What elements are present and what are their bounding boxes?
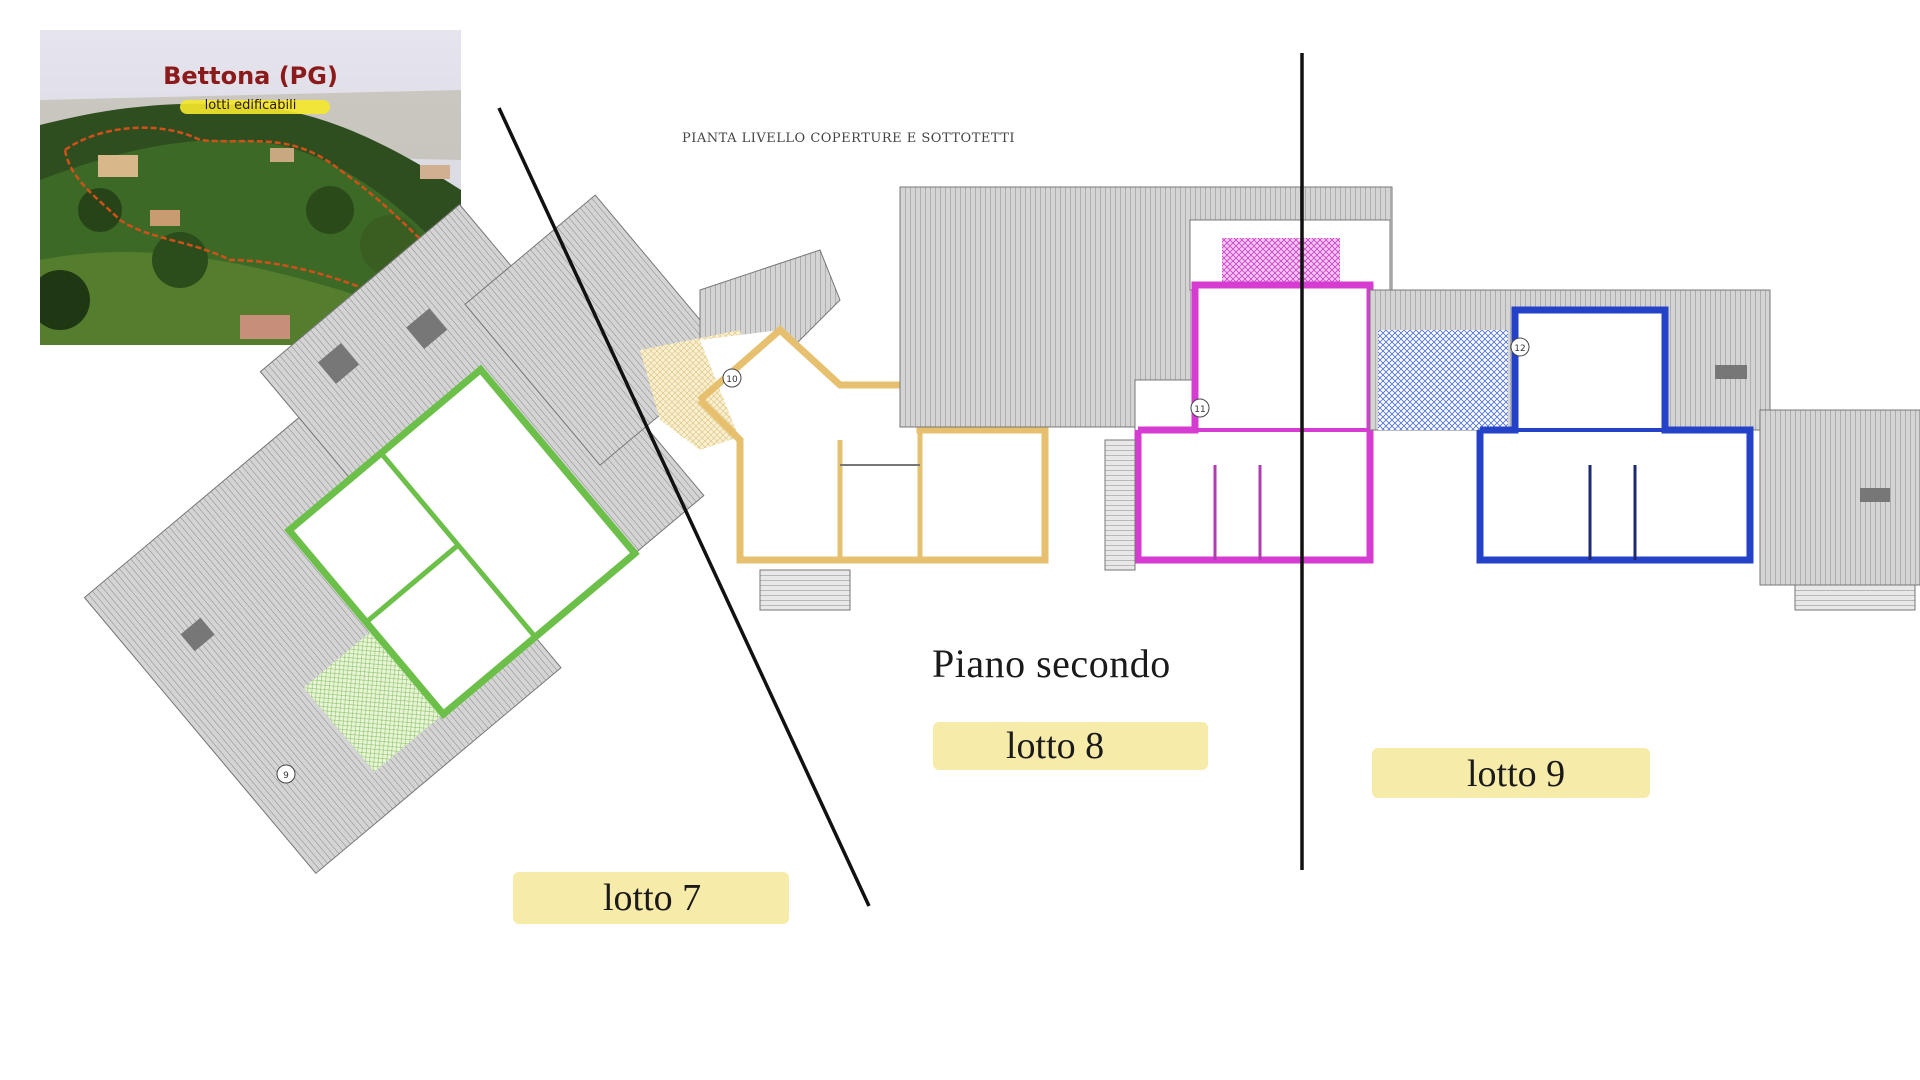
lot-9-blue-building <box>1369 289 1920 611</box>
lot-8-marker <box>722 368 742 388</box>
lot-8-marker-label: 11 <box>1194 405 1205 415</box>
floor-label: Piano secondo <box>932 641 1171 686</box>
lot-7-marker-label: 9 <box>283 771 289 781</box>
lot-7-building <box>83 194 731 875</box>
lot-7-marker <box>276 764 296 784</box>
lot-8-label: lotto 8 <box>1006 725 1105 767</box>
lot-7-label-highlight <box>513 872 789 924</box>
lot-8-marker-label: 10 <box>726 375 738 385</box>
subtitle-highlight <box>180 100 330 114</box>
lot-9-marker-label: 12 <box>1514 344 1525 354</box>
plan-title: PIANTA LIVELLO COPERTURE E SOTTOTETTI <box>682 131 1016 146</box>
aerial-photo-image <box>40 30 461 345</box>
aerial-photo: Bettona (PG) lotti edificabili <box>40 30 461 345</box>
lot-9-label-highlight <box>1372 748 1650 798</box>
lot-9-label: lotto 9 <box>1467 753 1566 795</box>
lot-7-label: lotto 7 <box>603 877 702 919</box>
lot-8-label-highlight <box>933 722 1208 770</box>
lot-9-marker <box>1510 337 1530 357</box>
lot-8-marker <box>1190 398 1210 418</box>
photo-title: Bettona (PG) <box>163 62 338 90</box>
lot-8-magenta-building <box>1104 281 1374 571</box>
photo-subtitle: lotti edificabili <box>204 98 297 113</box>
lot-divider-line <box>497 107 871 907</box>
